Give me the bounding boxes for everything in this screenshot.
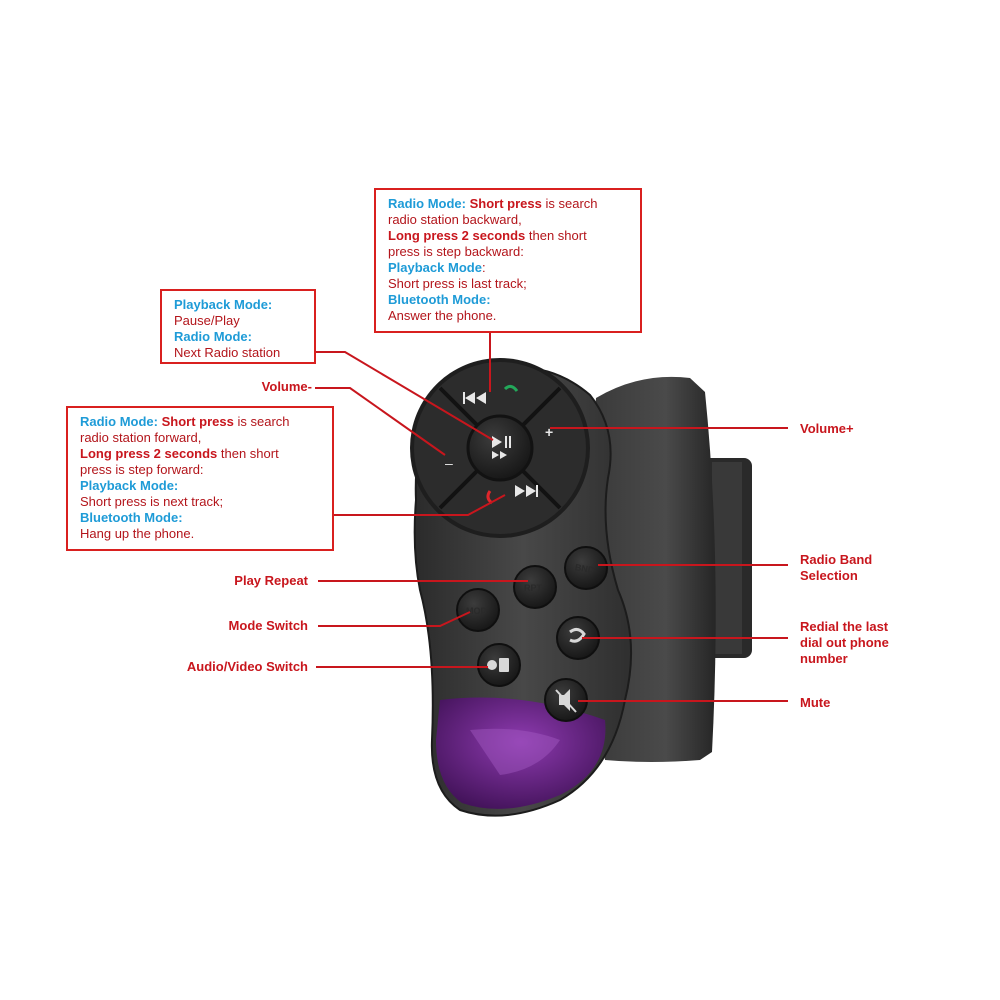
box-line: press is step forward: (80, 462, 322, 478)
label-av-switch: Audio/Video Switch (186, 659, 308, 674)
av-button[interactable] (477, 643, 521, 687)
callout-next-track: Radio Mode: Short press is search radio … (66, 406, 334, 551)
callout-play-pause: Playback Mode: Pause/Play Radio Mode: Ne… (160, 289, 316, 364)
body-text: Next Radio station (174, 345, 281, 360)
box-line: Radio Mode: Short press is search (80, 414, 322, 430)
label-line: number (800, 651, 848, 666)
body-text: radio station forward, (80, 430, 202, 445)
emphasis-text: Long press 2 seconds (388, 228, 526, 243)
body-text: then short (525, 228, 587, 243)
box-line: Radio Mode: Short press is search (388, 196, 630, 212)
body-text: : (481, 260, 486, 275)
mute-icon (555, 689, 577, 713)
box-line: Next Radio station (174, 345, 304, 361)
box-line: Pause/Play (174, 313, 304, 329)
mod-button[interactable]: MOD (456, 588, 500, 632)
body-text: Short press is last track; (388, 276, 527, 291)
box-line: Playback Mode: (388, 260, 630, 276)
callout-lines (310, 333, 788, 702)
body-text: Short press is next track; (80, 494, 224, 509)
volume-plus-glyph[interactable]: + (545, 424, 553, 440)
play-pause-icon (492, 436, 511, 459)
callout-previous-track: Radio Mode: Short press is search radio … (374, 188, 642, 333)
body-text: Hang up the phone. (80, 526, 195, 541)
label-play-repeat: Play Repeat (234, 573, 308, 588)
mode-label: Bluetooth Mode: (388, 292, 491, 307)
body-text: is search (541, 196, 598, 211)
mode-label: Radio Mode: (80, 414, 158, 429)
body-text: Pause/Play (174, 313, 240, 328)
box-line: Hang up the phone. (80, 526, 322, 542)
svg-text:MOD: MOD (466, 606, 487, 616)
body-text: radio station backward, (388, 212, 522, 227)
mode-label: Playback Mode: (174, 297, 273, 312)
mode-label: Playback Mode: (80, 478, 179, 493)
label-redial: Redial the last dial out phone number (800, 619, 889, 667)
answer-phone-icon (503, 384, 519, 392)
box-line: radio station backward, (388, 212, 630, 228)
body-text: press is step backward: (388, 244, 524, 259)
box-line: Bluetooth Mode: (388, 292, 630, 308)
play-pause-button[interactable] (466, 414, 534, 482)
label-volume-plus: Volume+ (800, 421, 854, 436)
label-line: Selection (800, 568, 858, 583)
svg-text:BND: BND (574, 562, 595, 575)
box-line: Long press 2 seconds then short (388, 228, 630, 244)
rpt-button[interactable]: RPT (513, 565, 557, 609)
body-text: then short (217, 446, 279, 461)
emphasis-text: Long press 2 seconds (80, 446, 218, 461)
box-line: Answer the phone. (388, 308, 630, 324)
label-radio-band: Radio Band Selection (800, 552, 872, 584)
label-line: Radio Band (800, 552, 873, 567)
svg-text:RPT: RPT (524, 583, 543, 593)
label-line: dial out phone (800, 635, 889, 650)
lens-highlight (470, 728, 560, 775)
box-line: Short press is last track; (388, 276, 630, 292)
volume-minus-glyph[interactable]: – (445, 455, 453, 471)
emphasis-text: Short press (161, 414, 234, 429)
body-text: is search (233, 414, 290, 429)
label-mode-switch: Mode Switch (228, 618, 308, 633)
box-line: Long press 2 seconds then short (80, 446, 322, 462)
body-text: press is step forward: (80, 462, 204, 477)
mode-label: Playback Mode (388, 260, 482, 275)
box-line: Playback Mode: (174, 297, 304, 313)
mute-button[interactable] (544, 678, 588, 722)
box-line: radio station forward, (80, 430, 322, 446)
box-line: Bluetooth Mode: (80, 510, 322, 526)
mode-label: Radio Mode: (388, 196, 466, 211)
emphasis-text: Short press (469, 196, 542, 211)
box-line: Radio Mode: (174, 329, 304, 345)
mode-label: Radio Mode: (174, 329, 252, 344)
box-line: press is step backward: (388, 244, 630, 260)
label-mute: Mute (800, 695, 831, 710)
label-volume-minus: Volume- (261, 379, 312, 394)
label-line: Redial the last (800, 619, 889, 634)
previous-track-icon (463, 392, 486, 404)
box-line: Short press is next track; (80, 494, 322, 510)
bnd-button[interactable]: BND (564, 546, 608, 590)
lens-window (436, 697, 606, 809)
mode-label: Bluetooth Mode: (80, 510, 183, 525)
next-track-icon (515, 485, 538, 497)
audio-video-icon (487, 658, 509, 672)
body-text: Answer the phone. (388, 308, 497, 323)
box-line: Playback Mode: (80, 478, 322, 494)
phone-redial-icon (569, 627, 586, 643)
